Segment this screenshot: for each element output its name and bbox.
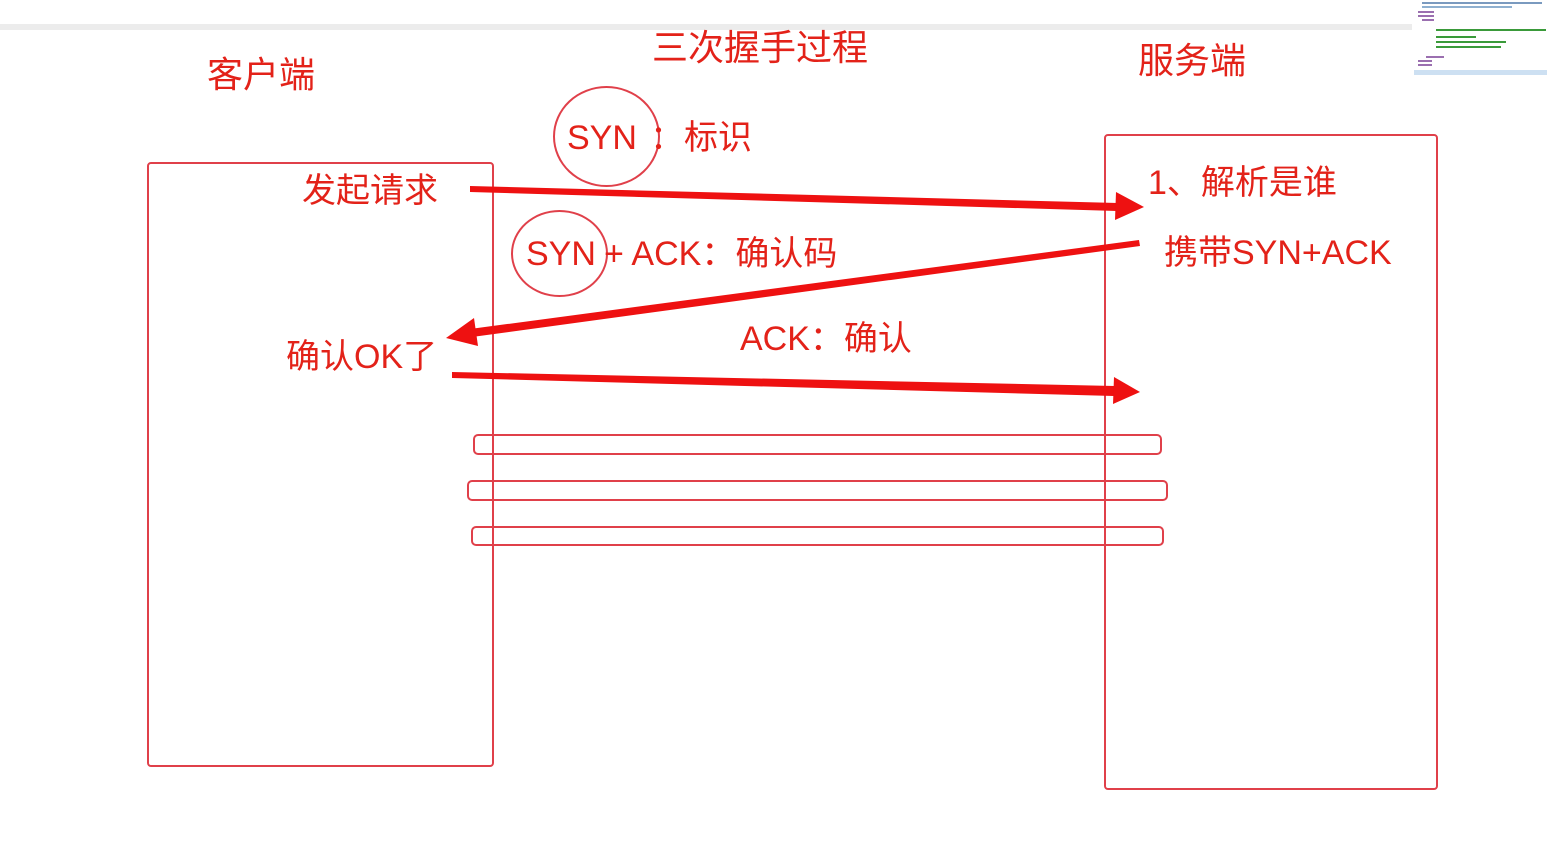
- client-confirm-label: 确认OK了: [286, 338, 438, 376]
- data-channel-bar: [473, 434, 1162, 455]
- code-thumbnail: [1414, 0, 1547, 76]
- syn-circle: [553, 86, 660, 187]
- client-heading: 客户端: [207, 54, 316, 95]
- step1-request-label: 发起请求: [302, 172, 438, 210]
- synack-description: + ACK：确认码: [604, 235, 838, 273]
- syn-label: SYN: [567, 119, 637, 157]
- ack-arrow: [452, 372, 1140, 404]
- top-divider: [0, 24, 1412, 30]
- data-channel-bar: [471, 526, 1164, 546]
- syn-description: ：标识: [650, 119, 752, 157]
- data-channel-bar: [467, 480, 1168, 501]
- server-box: [1104, 134, 1438, 790]
- ack-label: ACK：确认: [740, 320, 912, 358]
- server-parse-label: 1、解析是谁: [1148, 164, 1337, 202]
- syn-arrow: [470, 186, 1144, 220]
- synack-arrow: [446, 240, 1140, 346]
- server-heading: 服务端: [1138, 40, 1247, 81]
- client-box: [147, 162, 494, 767]
- synack-circle: [511, 210, 608, 297]
- diagram-title: 三次握手过程: [652, 27, 869, 68]
- synack-syn-label: SYN: [526, 235, 596, 273]
- server-carry-label: 携带SYN+ACK: [1164, 234, 1392, 272]
